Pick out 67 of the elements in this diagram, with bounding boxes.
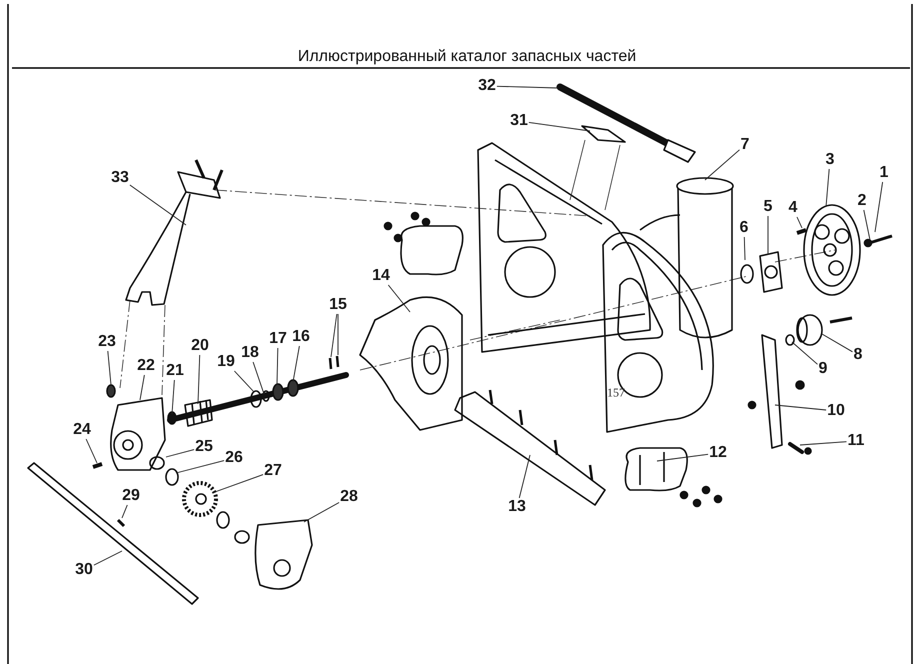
callout-number: 25 bbox=[194, 438, 214, 456]
callout-number: 21 bbox=[165, 362, 185, 380]
leader-line bbox=[796, 216, 802, 228]
leader-line bbox=[122, 504, 128, 518]
leader-line bbox=[863, 210, 870, 240]
leader-line bbox=[704, 149, 740, 180]
callout-number: 13 bbox=[507, 498, 527, 516]
callout-number: 31 bbox=[509, 112, 529, 130]
leader-line bbox=[93, 550, 122, 566]
leader-line bbox=[140, 374, 145, 400]
callout-number: 16 bbox=[291, 328, 311, 346]
leader-line bbox=[874, 182, 884, 232]
leader-line bbox=[212, 474, 264, 494]
callout-number: 27 bbox=[263, 462, 283, 480]
leader-line bbox=[388, 284, 410, 312]
leader-line bbox=[518, 454, 530, 498]
leader-line bbox=[176, 460, 225, 474]
leader-line bbox=[656, 454, 709, 462]
callout-number: 3 bbox=[824, 151, 836, 169]
callout-number: 10 bbox=[826, 402, 846, 420]
leader-line bbox=[330, 314, 338, 358]
callout-number: 32 bbox=[477, 77, 497, 95]
callout-number: 26 bbox=[224, 449, 244, 467]
callout-number: 23 bbox=[97, 333, 117, 351]
stamped-number: 157 bbox=[607, 386, 625, 400]
callout-number: 5 bbox=[762, 198, 774, 216]
leader-line bbox=[166, 449, 195, 458]
leader-line bbox=[129, 184, 186, 226]
callout-number: 2 bbox=[856, 192, 868, 210]
callout-number: 8 bbox=[852, 346, 864, 364]
callout-number: 18 bbox=[240, 344, 260, 362]
callout-number: 9 bbox=[818, 360, 828, 378]
callout-number: 1 bbox=[878, 164, 890, 182]
callout-number: 4 bbox=[788, 199, 798, 217]
leader-line bbox=[252, 362, 264, 394]
callout-number: 17 bbox=[268, 330, 288, 348]
callout-number: 11 bbox=[846, 432, 866, 450]
leader-line bbox=[792, 342, 818, 365]
callout-number: 19 bbox=[216, 353, 236, 371]
leader-line bbox=[304, 502, 340, 522]
catalog-title: Иллюстрированный каталог запасных частей bbox=[298, 48, 636, 66]
callout-number: 33 bbox=[110, 169, 130, 187]
callout-number: 14 bbox=[371, 267, 391, 285]
leader-line bbox=[800, 441, 847, 446]
leader-line bbox=[276, 348, 278, 386]
callout-number: 24 bbox=[72, 421, 92, 439]
leader-line bbox=[822, 334, 853, 352]
callout-number: 6 bbox=[738, 219, 750, 237]
leader-line bbox=[234, 370, 254, 392]
leader-line bbox=[528, 122, 590, 132]
leader-line bbox=[172, 380, 175, 414]
callout-number: 12 bbox=[708, 444, 728, 462]
leader-line bbox=[774, 404, 827, 410]
leader-line bbox=[292, 346, 300, 382]
callout-number: 28 bbox=[339, 488, 359, 506]
callout-number: 15 bbox=[328, 296, 348, 314]
callout-number: 29 bbox=[121, 487, 141, 505]
leader-line bbox=[107, 350, 112, 386]
leader-line bbox=[496, 86, 558, 88]
callout-number: 30 bbox=[74, 561, 94, 579]
leader-line bbox=[86, 438, 98, 464]
leader-line bbox=[198, 354, 200, 404]
callout-number: 7 bbox=[740, 136, 750, 154]
leader-line bbox=[826, 168, 830, 208]
callout-number: 22 bbox=[136, 357, 156, 375]
leader-line bbox=[744, 236, 746, 260]
callout-number: 20 bbox=[190, 337, 210, 355]
